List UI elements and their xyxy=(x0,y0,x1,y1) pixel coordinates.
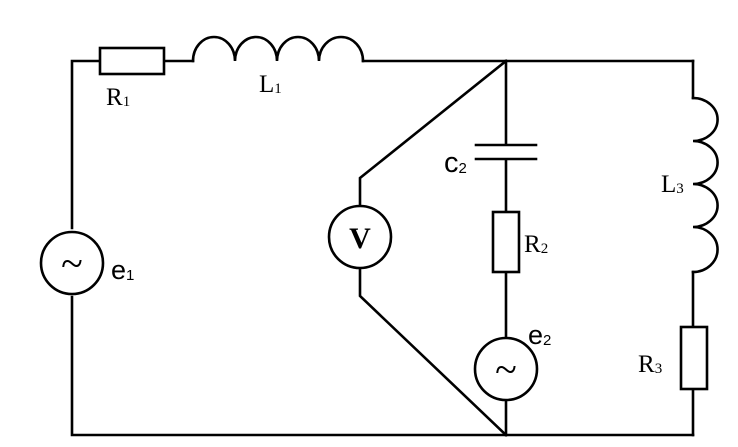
source-tilde-e1: ~ xyxy=(61,241,83,286)
label-r2: R2 xyxy=(524,231,548,258)
resistor-r2 xyxy=(491,210,521,274)
wire-bottom xyxy=(70,295,695,437)
svg-text:L3: L3 xyxy=(661,171,684,198)
wires xyxy=(70,59,695,437)
label-e2: e2 xyxy=(528,320,551,350)
voltmeter: V xyxy=(327,204,393,270)
svg-text:R3: R3 xyxy=(638,351,662,378)
wire-top-left xyxy=(70,59,102,230)
svg-text:R2: R2 xyxy=(524,231,548,258)
label-l1: L1 xyxy=(259,71,282,98)
label-c2: c2 xyxy=(444,147,467,179)
svg-text:e2: e2 xyxy=(528,320,551,350)
inductor-l3 xyxy=(691,96,719,274)
wire-voltmeter-top xyxy=(358,59,508,207)
label-l3: L3 xyxy=(661,171,684,198)
label-e1: e1 xyxy=(111,255,134,285)
label-r3: R3 xyxy=(638,351,662,378)
wire-voltmeter-bottom xyxy=(358,266,508,437)
svg-text:L1: L1 xyxy=(259,71,282,98)
label-r1: R1 xyxy=(106,84,130,111)
voltage-source-e2: ~ xyxy=(473,336,539,402)
capacitor-c2 xyxy=(474,143,538,161)
resistor-r3 xyxy=(679,325,709,391)
voltage-source-e1: ~ xyxy=(39,230,105,296)
svg-text:e1: e1 xyxy=(111,255,134,285)
source-tilde-e2: ~ xyxy=(495,347,517,392)
resistor-r1 xyxy=(98,46,166,76)
inductor-l1 xyxy=(191,35,365,63)
voltmeter-label: V xyxy=(349,222,371,255)
svg-text:c2: c2 xyxy=(444,147,467,179)
svg-text:R1: R1 xyxy=(106,84,130,111)
